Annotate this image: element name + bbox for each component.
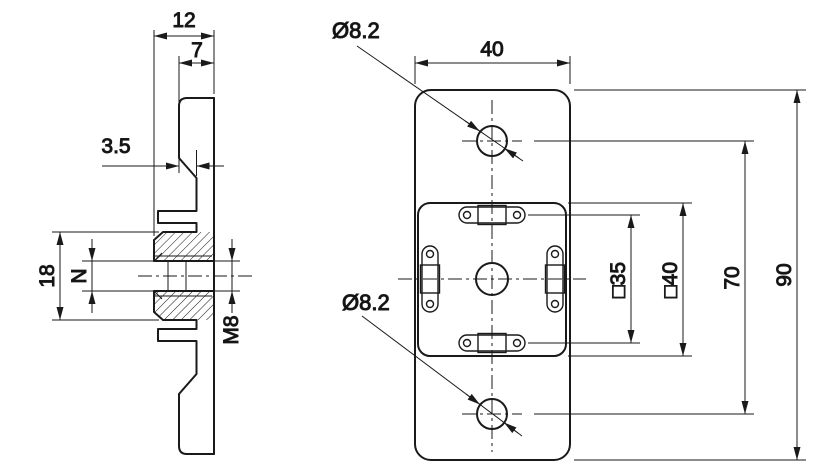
side-profile-upper — [153, 97, 215, 262]
dim-nut-height-n: N — [68, 239, 154, 313]
dim-boss-square-40: □40 — [568, 202, 692, 357]
dim-slot-square-35: □35 — [528, 214, 640, 344]
chamfer-top — [153, 252, 163, 262]
side-profile-lower — [153, 290, 215, 455]
slot-left — [419, 245, 441, 313]
dim-plate-width-label: 40 — [480, 38, 503, 61]
dim-boss-height-18: 18 — [36, 231, 159, 321]
dim-boss-height-label: 18 — [36, 264, 59, 287]
hatch-upper-band — [154, 232, 214, 261]
dim-thread-label: M8 — [220, 315, 243, 344]
dim-hole-spacing-label: 70 — [721, 266, 744, 289]
side-view: 12 7 3.5 18 N — [36, 9, 256, 455]
dim-hole-bottom-diameter-label: Ø8.2 — [342, 290, 390, 315]
dim-plate-height-90: 90 — [574, 89, 806, 461]
side-view-hatching — [154, 232, 214, 320]
dim-hole-top-diameter-label: Ø8.2 — [332, 18, 380, 43]
dim-flange-depth-7: 7 — [178, 39, 214, 102]
dim-overall-depth-label: 12 — [172, 9, 195, 32]
dim-plate-width-40: 40 — [414, 38, 571, 84]
dim-hole-spacing-70: 70 — [534, 140, 754, 415]
hatch-lower-band — [154, 291, 214, 320]
plate-outline — [414, 89, 571, 461]
dim-hole-bottom-diameter: Ø8.2 — [342, 290, 523, 437]
dim-overall-depth-12: 12 — [153, 9, 215, 236]
dim-sheet-thickness-3-5: 3.5 — [101, 135, 224, 176]
dim-thread-m8: M8 — [214, 239, 244, 345]
dim-boss-square-label: □40 — [659, 262, 682, 298]
chamfer-bottom — [153, 290, 163, 300]
dim-slot-square-label: □35 — [607, 262, 630, 298]
dim-flange-depth-label: 7 — [191, 39, 203, 62]
side-view-thread-detail — [153, 252, 212, 300]
dim-hole-top-diameter: Ø8.2 — [332, 18, 524, 162]
dim-nut-height-label: N — [68, 268, 91, 283]
front-view: 40 90 70 □40 □35 — [332, 18, 806, 461]
slot-right — [544, 245, 566, 313]
dim-sheet-thickness-label: 3.5 — [101, 135, 130, 158]
dim-plate-height-label: 90 — [773, 263, 796, 286]
